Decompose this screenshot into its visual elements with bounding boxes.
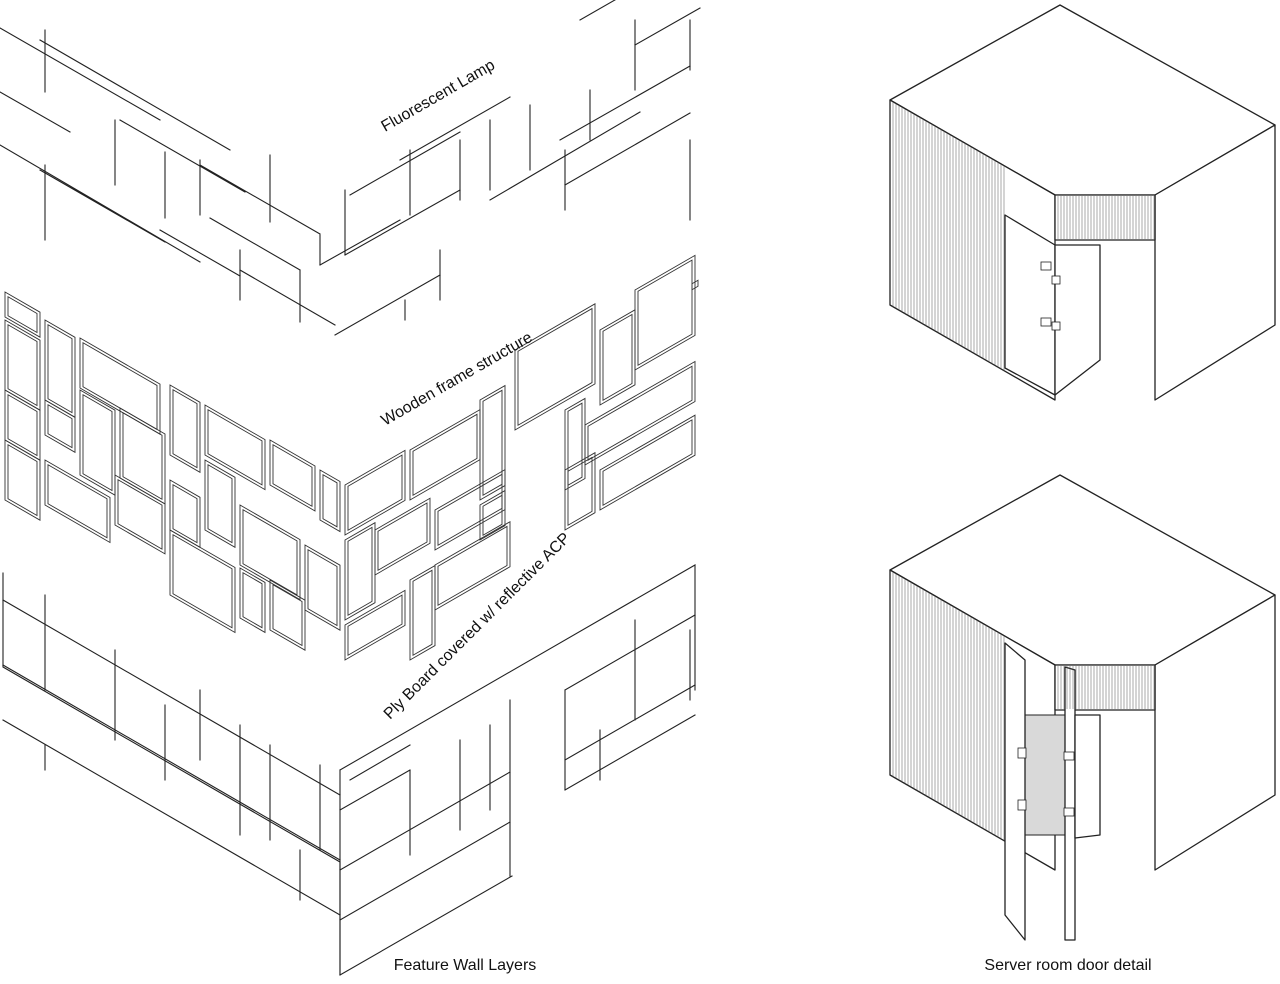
frame-panel [172,388,198,469]
frame-panel [47,323,73,414]
frame-panel [437,525,508,607]
frame-panel [482,494,503,537]
frame-panel [204,459,236,549]
frame-panel [122,411,163,501]
caption-feature-wall-layers: Feature Wall Layers [394,957,537,974]
label-fluorescent-lamp: Fluorescent Lamp [379,57,498,136]
frame-panel [79,389,116,496]
frame-panel [322,473,338,528]
frame-panel [207,408,263,486]
frame-panel [602,313,633,402]
frame-panel [412,569,433,657]
frame-panel [307,548,338,627]
frame-panel [434,520,511,611]
frame-panel [377,502,428,572]
frame-panel [412,413,478,497]
frame-panel [47,403,73,449]
frame-panel [304,544,341,631]
frame-panel [269,579,306,651]
frame-panel [207,463,233,544]
frame-panel [7,323,38,407]
frame-panel [564,451,596,531]
frame-panel [7,443,38,517]
frame-panel [239,567,266,634]
frame-panel [587,365,693,462]
frame-panel [119,407,166,505]
label-wooden-frame: Wooden frame structure [379,329,536,429]
wooden-frame-layer [4,254,699,661]
frame-panel [4,291,41,338]
frame-panel [169,529,236,634]
frame-panel [347,526,373,617]
frame-panel [602,419,693,507]
frame-panel [514,303,596,431]
frame-panel [567,402,583,487]
frame-panel [434,468,506,551]
server-room-closed-view [889,4,1276,401]
frame-panel [239,504,301,601]
frame-panel [374,497,431,576]
frame-panel [44,459,111,544]
fluorescent-lamp-layer [0,0,701,336]
frame-panel [584,360,696,466]
frame-panel [44,399,76,454]
frame-panel [242,508,298,596]
caption-server-room-door: Server room door detail [984,957,1151,974]
ply-board-layer [2,564,696,976]
frame-panel [409,408,481,501]
frame-panel [47,463,108,539]
frame-panel [344,521,376,621]
frame-panel [691,279,699,291]
frame-panel [634,254,696,371]
frame-panel [117,478,163,550]
frame-panel [567,456,593,527]
frame-panel [344,589,406,661]
frame-panel [7,393,38,457]
frame-panel [204,404,266,491]
frame-panel [7,295,38,334]
frame-panel [517,307,593,427]
door-opening [1019,714,1066,836]
frame-panel [409,564,436,661]
frame-panel [637,259,693,367]
frame-panel [4,439,41,521]
frame-panel [347,594,403,657]
frame-panel [82,393,113,492]
frame-panel [319,469,341,533]
frame-panel [269,439,316,512]
frame-panel [172,483,198,544]
frame-panel [169,384,201,474]
frame-panel [599,309,636,406]
frame-panel [169,479,201,549]
frame-panel [344,449,406,536]
frame-panel [479,384,506,501]
frame-panel [114,474,166,555]
frame-panel [347,454,403,532]
frame-panel [272,443,313,508]
frame-panel [272,583,303,647]
server-room-open-view [889,474,1276,941]
frame-panel [242,571,263,629]
frame-panel [599,414,696,511]
frame-panel [564,397,586,491]
frame-panel [172,533,233,629]
frame-panel [479,489,506,541]
